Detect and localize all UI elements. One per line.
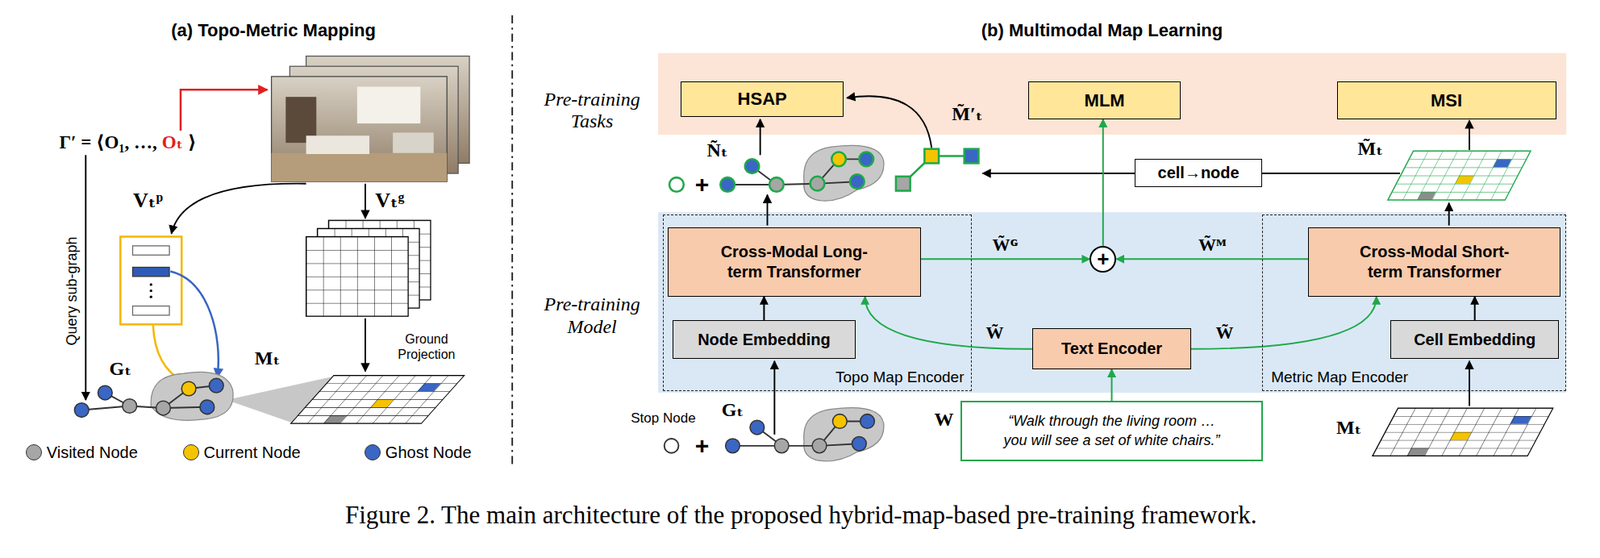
task-label: MLM	[1084, 90, 1125, 112]
sum-circle: +	[1089, 245, 1117, 273]
math-symbol: Gₜ	[721, 399, 745, 422]
operator-symbol: +	[1096, 248, 1109, 270]
math-symbol: W	[933, 409, 954, 433]
band-heading: Pre-training Tasks	[531, 88, 653, 134]
formula-row: Γ′ = ⟨O₁, …,Oₜ⟩	[58, 132, 196, 154]
connector	[1102, 119, 1105, 246]
sequence-symbol: Γ′ = ⟨O₁, …,	[58, 132, 157, 154]
group-label: Topo Map Encoder	[835, 368, 965, 387]
math-symbol: Mₜ	[1336, 417, 1363, 441]
connector	[865, 296, 1034, 350]
legend-swatch	[364, 444, 381, 461]
connector	[1111, 369, 1113, 401]
connector	[1116, 258, 1309, 260]
encoder-group: Topo Map Encoder Cross-Modal Long-term Tr…	[662, 214, 971, 392]
edge-label: W̃ᴹ	[1195, 234, 1230, 255]
connector	[762, 296, 765, 321]
task-box: MLM	[1028, 81, 1181, 120]
connector	[1191, 296, 1377, 350]
task-label: HSAP	[737, 88, 788, 110]
box-label: Cell Embedding	[1413, 330, 1536, 350]
legend-text: Current Node	[204, 442, 301, 462]
embedding-box: Node Embedding	[672, 320, 857, 359]
sequence-symbol: ⟩	[187, 132, 197, 154]
edge-label: W̃ᴳ	[989, 234, 1021, 255]
task-box: HSAP	[680, 81, 844, 117]
annotation: Ground Projection	[386, 332, 467, 363]
plus-sign: +	[695, 432, 710, 461]
edge-label: W̃	[1213, 322, 1237, 343]
panel-title: (b) Multimodal Map Learning	[981, 20, 1223, 41]
observation-symbol: Oₜ	[162, 132, 184, 154]
math-symbol: M̃′ₜ	[951, 103, 983, 126]
task-label: MSI	[1430, 90, 1463, 112]
box-label: Text Encoder	[1061, 338, 1163, 359]
math-symbol: Mₜ	[254, 348, 281, 371]
legend-swatch	[25, 444, 42, 461]
math-symbol: Gₜ	[109, 358, 133, 381]
process-box: cell→node	[1134, 158, 1263, 187]
box-label: Node Embedding	[697, 330, 830, 350]
panel-title: (a) Topo-Metric Mapping	[170, 20, 376, 41]
figure-caption: Figure 2. The main architecture of the p…	[345, 500, 1258, 530]
math-symbol: Vₜᵖ	[133, 188, 163, 213]
plus-sign: +	[695, 170, 710, 200]
annotation: Stop Node	[630, 410, 696, 427]
connector	[920, 258, 1091, 260]
instruction-box: “Walk through the living room … you will…	[960, 400, 1263, 462]
box-label: Cross-Modal Short-term Transformer	[1313, 241, 1555, 283]
transformer-box: Cross-Modal Short-term Transformer	[1308, 227, 1561, 297]
instruction-text: “Walk through the living room … you will…	[966, 412, 1257, 450]
math-symbol: Vₜᵍ	[375, 188, 405, 213]
edge-label: W̃	[983, 322, 1006, 343]
transformer-box: Cross-Modal Long-term Transformer	[667, 227, 921, 297]
text-holder: Topo Map Encoder	[835, 368, 965, 387]
text-holder: Pre-training Model	[531, 293, 653, 338]
group-label: Metric Map Encoder	[1270, 368, 1409, 387]
math-symbol: M̃ₜ	[1358, 137, 1384, 161]
task-band: Pre-training TasksHSAPMLMMSI	[658, 53, 1567, 135]
task-box: MSI	[1337, 81, 1557, 120]
band-heading: Pre-training Model	[531, 293, 653, 338]
arrow-label: Query sub-graph	[62, 236, 80, 346]
connector	[1474, 296, 1476, 321]
box-label: cell→node	[1158, 163, 1240, 183]
math-symbol: Ñₜ	[706, 139, 728, 163]
embedding-box: Cell Embedding	[1390, 320, 1559, 359]
legend-text: Visited Node	[46, 442, 138, 462]
legend-swatch	[183, 444, 200, 461]
legend-text: Ghost Node	[385, 442, 472, 462]
encoder-box: Text Encoder	[1032, 328, 1191, 370]
encoder-group: Metric Map Encoder Cross-Modal Short-term…	[1262, 214, 1567, 392]
text-holder: Pre-training Tasks	[531, 88, 653, 134]
text-holder: Metric Map Encoder	[1270, 368, 1409, 387]
model-band: Pre-training ModelTopo Map EncoderCross-…	[658, 212, 1567, 393]
box-label: Cross-Modal Long-term Transformer	[673, 241, 916, 283]
